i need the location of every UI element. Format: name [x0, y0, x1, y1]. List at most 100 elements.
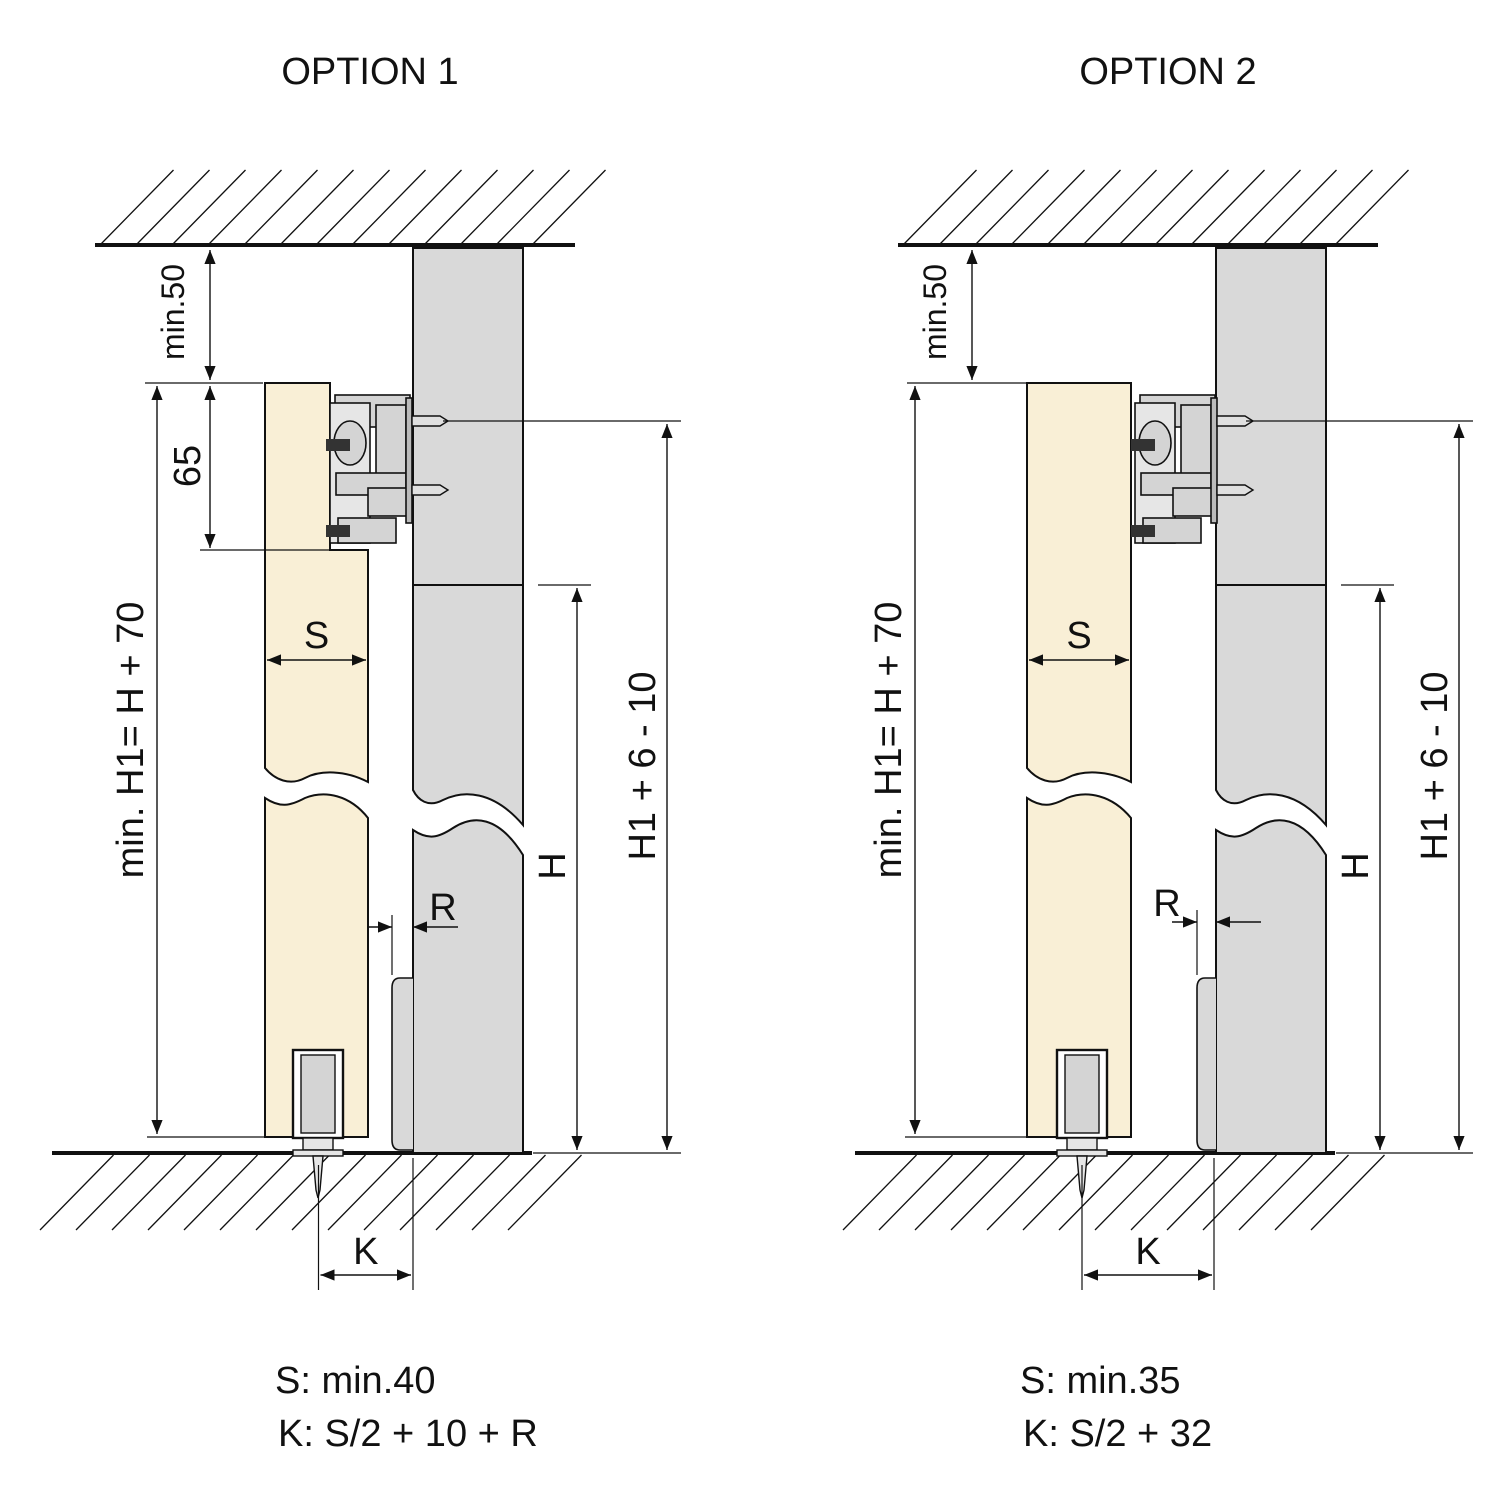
hatch-line [423, 169, 498, 246]
fixed-panel-upper [412, 247, 524, 828]
hatch-line [1334, 169, 1409, 246]
hatch-line [1082, 169, 1157, 246]
sliding-door-upper [264, 382, 369, 784]
hatch-line [315, 169, 390, 246]
screw-icon [326, 439, 350, 451]
hatch-line [135, 169, 210, 246]
h65-label: 65 [167, 445, 209, 487]
door-stop-bumper [391, 977, 413, 1151]
hatch-line [1202, 1154, 1277, 1231]
adjuster-block [1172, 487, 1216, 517]
hatch-line [183, 1154, 258, 1231]
hatch-line [435, 1154, 510, 1231]
hatch-line [531, 169, 606, 246]
hatch-line [938, 169, 1013, 246]
sliding-door-upper [1026, 382, 1132, 784]
hatch-line [1130, 1154, 1205, 1231]
hatch-line [1298, 169, 1373, 246]
carriage-body [375, 404, 407, 476]
h1-range-label: H1 + 6 - 10 [622, 671, 664, 860]
hatch-line [399, 1154, 474, 1231]
floor-guide [291, 1048, 345, 1199]
hatch-line [495, 169, 570, 246]
hatch-line [1094, 1154, 1169, 1231]
r-label: R [429, 887, 456, 929]
guide-body [300, 1054, 336, 1134]
min50-label: min.50 [155, 264, 191, 360]
floor-hatch [842, 1154, 1385, 1231]
s-label: S [1066, 615, 1091, 657]
ceiling-hatch [99, 169, 606, 246]
h1-label: min. H1= H + 70 [110, 602, 152, 879]
hatch-line [1166, 1154, 1241, 1231]
note-s-min: S: min.35 [1020, 1360, 1181, 1402]
hatch-line [99, 169, 174, 246]
screw-icon [326, 525, 350, 537]
h1-label: min. H1= H + 70 [868, 602, 910, 879]
note-k-formula: K: S/2 + 32 [1023, 1413, 1212, 1455]
hatch-line [1154, 169, 1229, 246]
hatch-line [1010, 169, 1085, 246]
screw-icon [1131, 439, 1155, 451]
hatch-line [950, 1154, 1025, 1231]
hatch-line [507, 1154, 582, 1231]
hatch-line [243, 169, 318, 246]
hatch-line [279, 169, 354, 246]
screw-icon [411, 484, 450, 496]
option-title: OPTION 2 [1079, 51, 1256, 93]
guide-body [1064, 1054, 1100, 1134]
ceiling-hatch [902, 169, 1409, 246]
top-track-hardware [1131, 394, 1255, 544]
hatch-line [387, 169, 462, 246]
hatch-line [459, 169, 534, 246]
hatch-line [219, 1154, 294, 1231]
hatch-line [1310, 1154, 1385, 1231]
guide-base [1056, 1149, 1108, 1157]
option-title: OPTION 1 [281, 51, 458, 93]
hatch-line [1262, 169, 1337, 246]
hatch-line [1046, 169, 1121, 246]
hatch-line [171, 169, 246, 246]
hatch-line [1274, 1154, 1349, 1231]
h-label: H [532, 852, 574, 879]
screw-icon [1216, 415, 1255, 427]
hatch-line [147, 1154, 222, 1231]
hatch-line [974, 169, 1049, 246]
hatch-line [986, 1154, 1061, 1231]
hatch-line [1238, 1154, 1313, 1231]
screw-icon [1216, 484, 1255, 496]
hatch-line [207, 169, 282, 246]
hatch-line [842, 1154, 917, 1231]
fixed-panel-lower [1215, 819, 1327, 1154]
hatch-line [1226, 169, 1301, 246]
wall-plate [1210, 397, 1218, 524]
hatch-line [111, 1154, 186, 1231]
r-label: R [1153, 883, 1180, 925]
hatch-line [878, 1154, 953, 1231]
floor-hatch [39, 1154, 582, 1231]
hatch-line [39, 1154, 114, 1231]
hatch-line [914, 1154, 989, 1231]
hatch-line [1118, 169, 1193, 246]
floor-guide [1055, 1048, 1109, 1199]
note-k-formula: K: S/2 + 10 + R [278, 1413, 538, 1455]
hatch-line [1190, 169, 1265, 246]
hatch-line [291, 1154, 366, 1231]
s-label: S [304, 615, 329, 657]
top-track-hardware [326, 394, 450, 544]
hatch-line [327, 1154, 402, 1231]
hatch-line [471, 1154, 546, 1231]
option-1-drawing: OPTION 1 min.50 65 min. H1= H + 70 S H H1 + 6 … [39, 51, 681, 1455]
fixed-panel-lower [412, 819, 524, 1154]
h-label: H [1335, 852, 1377, 879]
carriage-body [1180, 404, 1212, 476]
hatch-line [75, 1154, 150, 1231]
door-stop-bumper [1196, 977, 1216, 1151]
wall-plate [405, 397, 413, 524]
hatch-line [351, 169, 426, 246]
guide-stem [1066, 1137, 1098, 1151]
adjuster-block [367, 487, 411, 517]
guide-stem [302, 1137, 334, 1151]
